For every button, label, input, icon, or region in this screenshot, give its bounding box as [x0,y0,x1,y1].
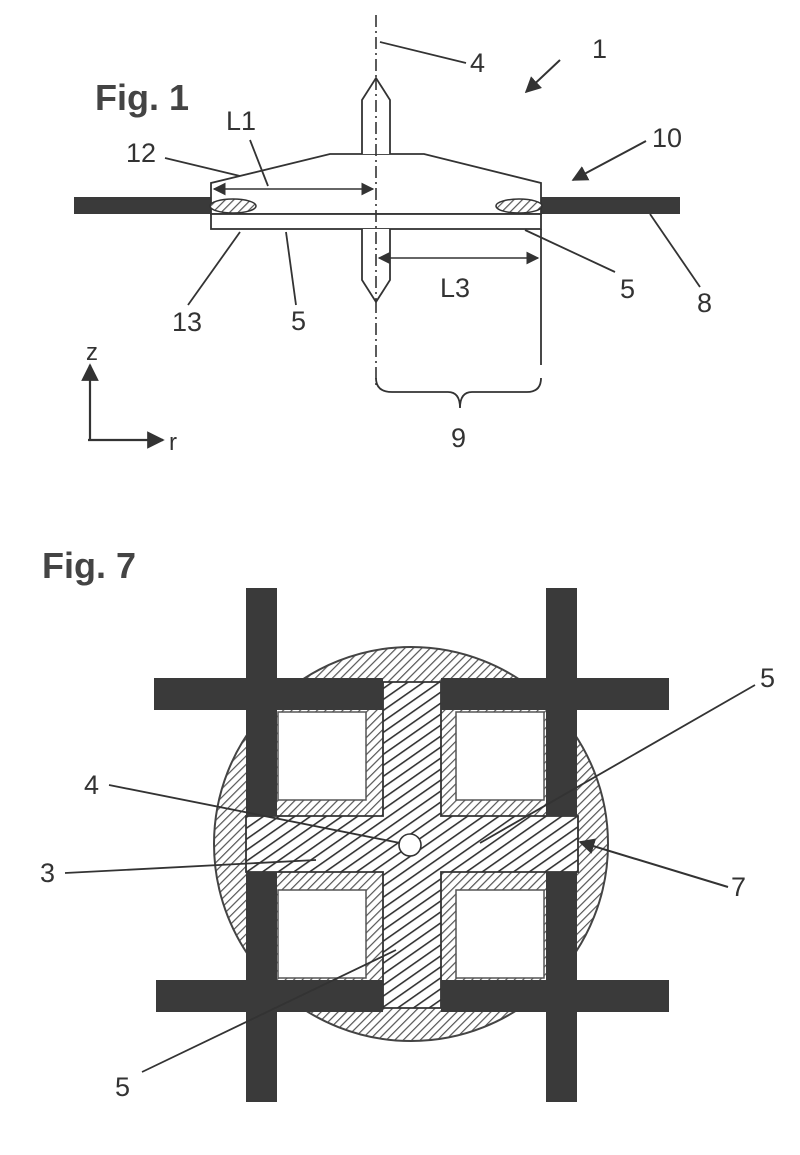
label-7: 7 [731,872,746,902]
arrow-10 [571,140,647,181]
axis-label-r: r [169,429,177,456]
figure-7-title: Fig. 7 [42,545,136,586]
grid-bar-horizontal-top-right [441,678,669,710]
figure-1-title: Fig. 1 [95,77,189,118]
leader-5-bottom [141,949,397,1073]
grid-bar-horizontal-top-left [154,678,383,710]
label-12: 12 [126,138,156,168]
leader-4-fig7 [108,784,401,844]
arrow-1 [524,59,561,94]
label-4-fig7: 4 [84,770,99,800]
label-9: 9 [451,423,466,453]
leader-5-left [285,231,297,306]
leader-13 [187,231,241,306]
leader-8 [649,213,701,288]
leader-12 [164,157,241,177]
label-5-bottom: 5 [115,1072,130,1102]
label-5-right: 5 [620,274,635,304]
label-5-left: 5 [291,306,306,336]
rod-8-right [540,197,680,214]
label-1: 1 [592,34,607,64]
label-l3: L3 [440,273,470,303]
label-8: 8 [697,288,712,318]
window-bottom-left [277,889,367,979]
figure-7: Fig. 7 5 4 3 7 5 [40,545,775,1102]
seal-right [495,198,543,214]
seal-left [209,198,257,214]
leader-3 [64,859,317,874]
leader-l1 [249,139,269,187]
leader-5-right [524,229,616,273]
label-13: 13 [172,307,202,337]
arrow-7 [578,838,729,888]
label-l1: L1 [226,106,256,136]
label-5-top: 5 [760,663,775,693]
grid-bar-horizontal-bottom-left [156,980,383,1012]
brace-9 [375,377,542,409]
leader-5-top [479,684,756,844]
label-10: 10 [652,123,682,153]
rod-8-left [74,197,212,214]
grid-bar-horizontal-bottom-right [441,980,669,1012]
window-bottom-right [455,889,545,979]
axis-label-z: z [86,339,98,366]
label-3: 3 [40,858,55,888]
leader-4-fig1 [379,41,467,64]
label-4-fig1: 4 [470,48,485,78]
window-top-right [455,711,545,801]
window-top-left [277,711,367,801]
figure-1: Fig. 1 L1 L3 9 1 4 [74,15,712,456]
center-hole [398,833,422,857]
